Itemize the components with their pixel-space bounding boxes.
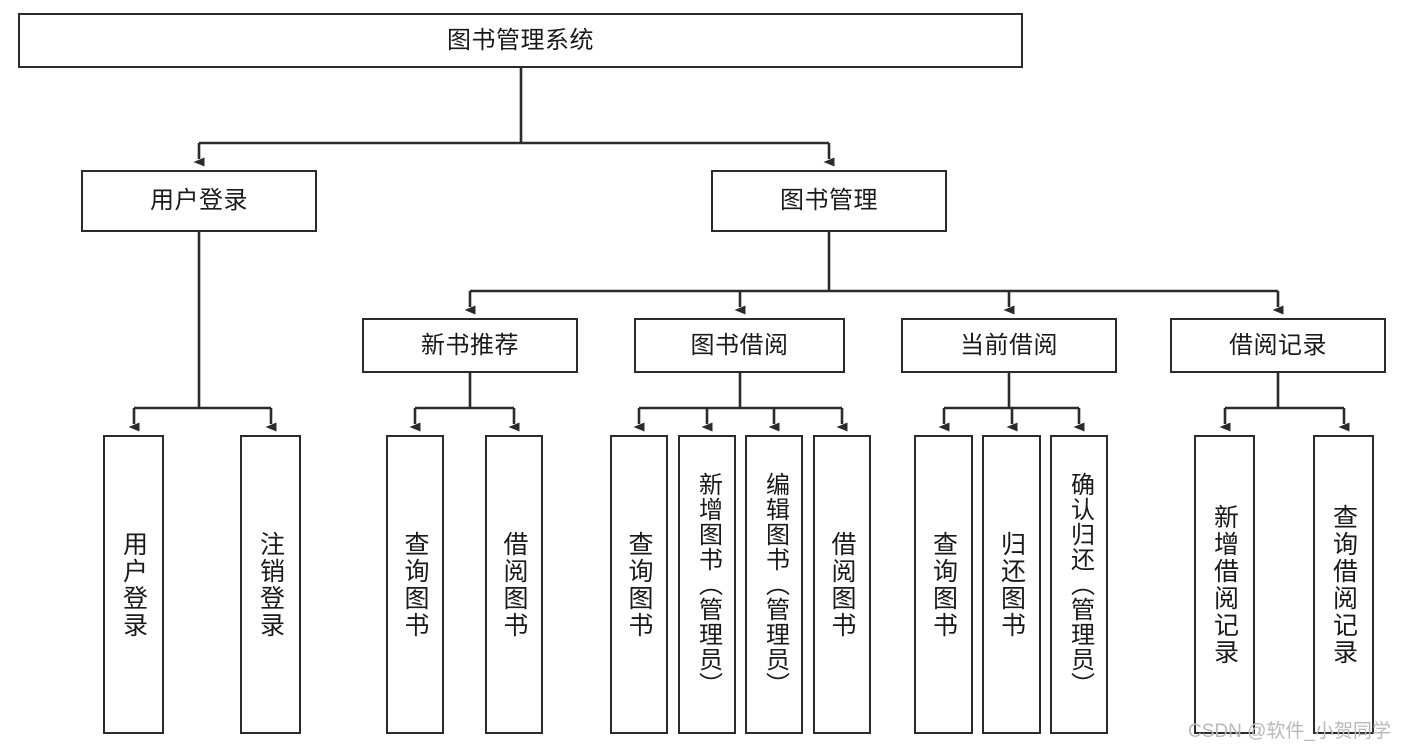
leaf-node-leaf-logout-login-label: 注销登录 [256,530,285,639]
root-node-label: 图书管理系统 [447,26,594,54]
level2-node-book-manage[interactable]: 图书管理 [711,170,947,232]
leaf-node-leaf-edit-book-label: 编辑图书（管理员） [761,472,789,697]
leaf-node-leaf-query-book-1-label: 查询图书 [401,530,429,639]
leaf-node-leaf-confirm-return-label: 确认归还（管理员） [1066,472,1094,697]
level3-node-current-borrow[interactable]: 当前借阅 [901,318,1117,373]
level3-node-new-book-recommend-label: 新书推荐 [421,331,519,359]
leaf-node-leaf-query-book-3-label: 查询图书 [929,530,958,639]
level3-node-current-borrow-label: 当前借阅 [960,331,1058,359]
level3-node-borrow-record-label: 借阅记录 [1229,331,1327,359]
level2-node-user-login[interactable]: 用户登录 [81,170,317,232]
leaf-node-leaf-borrow-book-2-label: 借阅图书 [828,530,856,639]
leaf-node-leaf-query-book-2[interactable]: 查询图书 [610,435,668,734]
leaf-node-leaf-add-book-label: 新增图书（管理员） [694,472,722,697]
leaf-node-leaf-add-book[interactable]: 新增图书（管理员） [678,435,736,734]
leaf-node-leaf-borrow-book-2[interactable]: 借阅图书 [813,435,871,734]
leaf-node-leaf-query-book-1[interactable]: 查询图书 [386,435,444,734]
level2-node-user-login-label: 用户登录 [150,187,248,215]
leaf-node-leaf-add-borrow-record[interactable]: 新增借阅记录 [1194,435,1255,734]
level3-node-borrow-record[interactable]: 借阅记录 [1170,318,1386,373]
leaf-node-leaf-query-borrow-record[interactable]: 查询借阅记录 [1313,435,1374,734]
level2-node-book-manage-label: 图书管理 [780,187,878,215]
leaf-node-leaf-borrow-book-1[interactable]: 借阅图书 [485,435,543,734]
leaf-node-leaf-logout-login[interactable]: 注销登录 [240,435,301,734]
level3-node-book-borrow-label: 图书借阅 [690,331,789,359]
leaf-node-leaf-user-login-label: 用户登录 [119,530,148,639]
level3-node-new-book-recommend[interactable]: 新书推荐 [362,318,578,373]
leaf-node-leaf-return-book-label: 归还图书 [997,530,1026,639]
level3-node-book-borrow[interactable]: 图书借阅 [634,318,845,373]
leaf-node-leaf-add-borrow-record-label: 新增借阅记录 [1210,503,1239,666]
leaf-node-leaf-return-book[interactable]: 归还图书 [982,435,1041,734]
leaf-node-leaf-edit-book[interactable]: 编辑图书（管理员） [745,435,803,734]
leaf-node-leaf-query-book-2-label: 查询图书 [625,530,653,639]
leaf-node-leaf-query-book-3[interactable]: 查询图书 [914,435,973,734]
leaf-node-leaf-query-borrow-record-label: 查询借阅记录 [1329,503,1358,666]
leaf-node-leaf-confirm-return[interactable]: 确认归还（管理员） [1050,435,1108,734]
leaf-node-leaf-user-login[interactable]: 用户登录 [103,435,164,734]
root-node[interactable]: 图书管理系统 [18,13,1023,68]
leaf-node-leaf-borrow-book-1-label: 借阅图书 [500,530,528,639]
